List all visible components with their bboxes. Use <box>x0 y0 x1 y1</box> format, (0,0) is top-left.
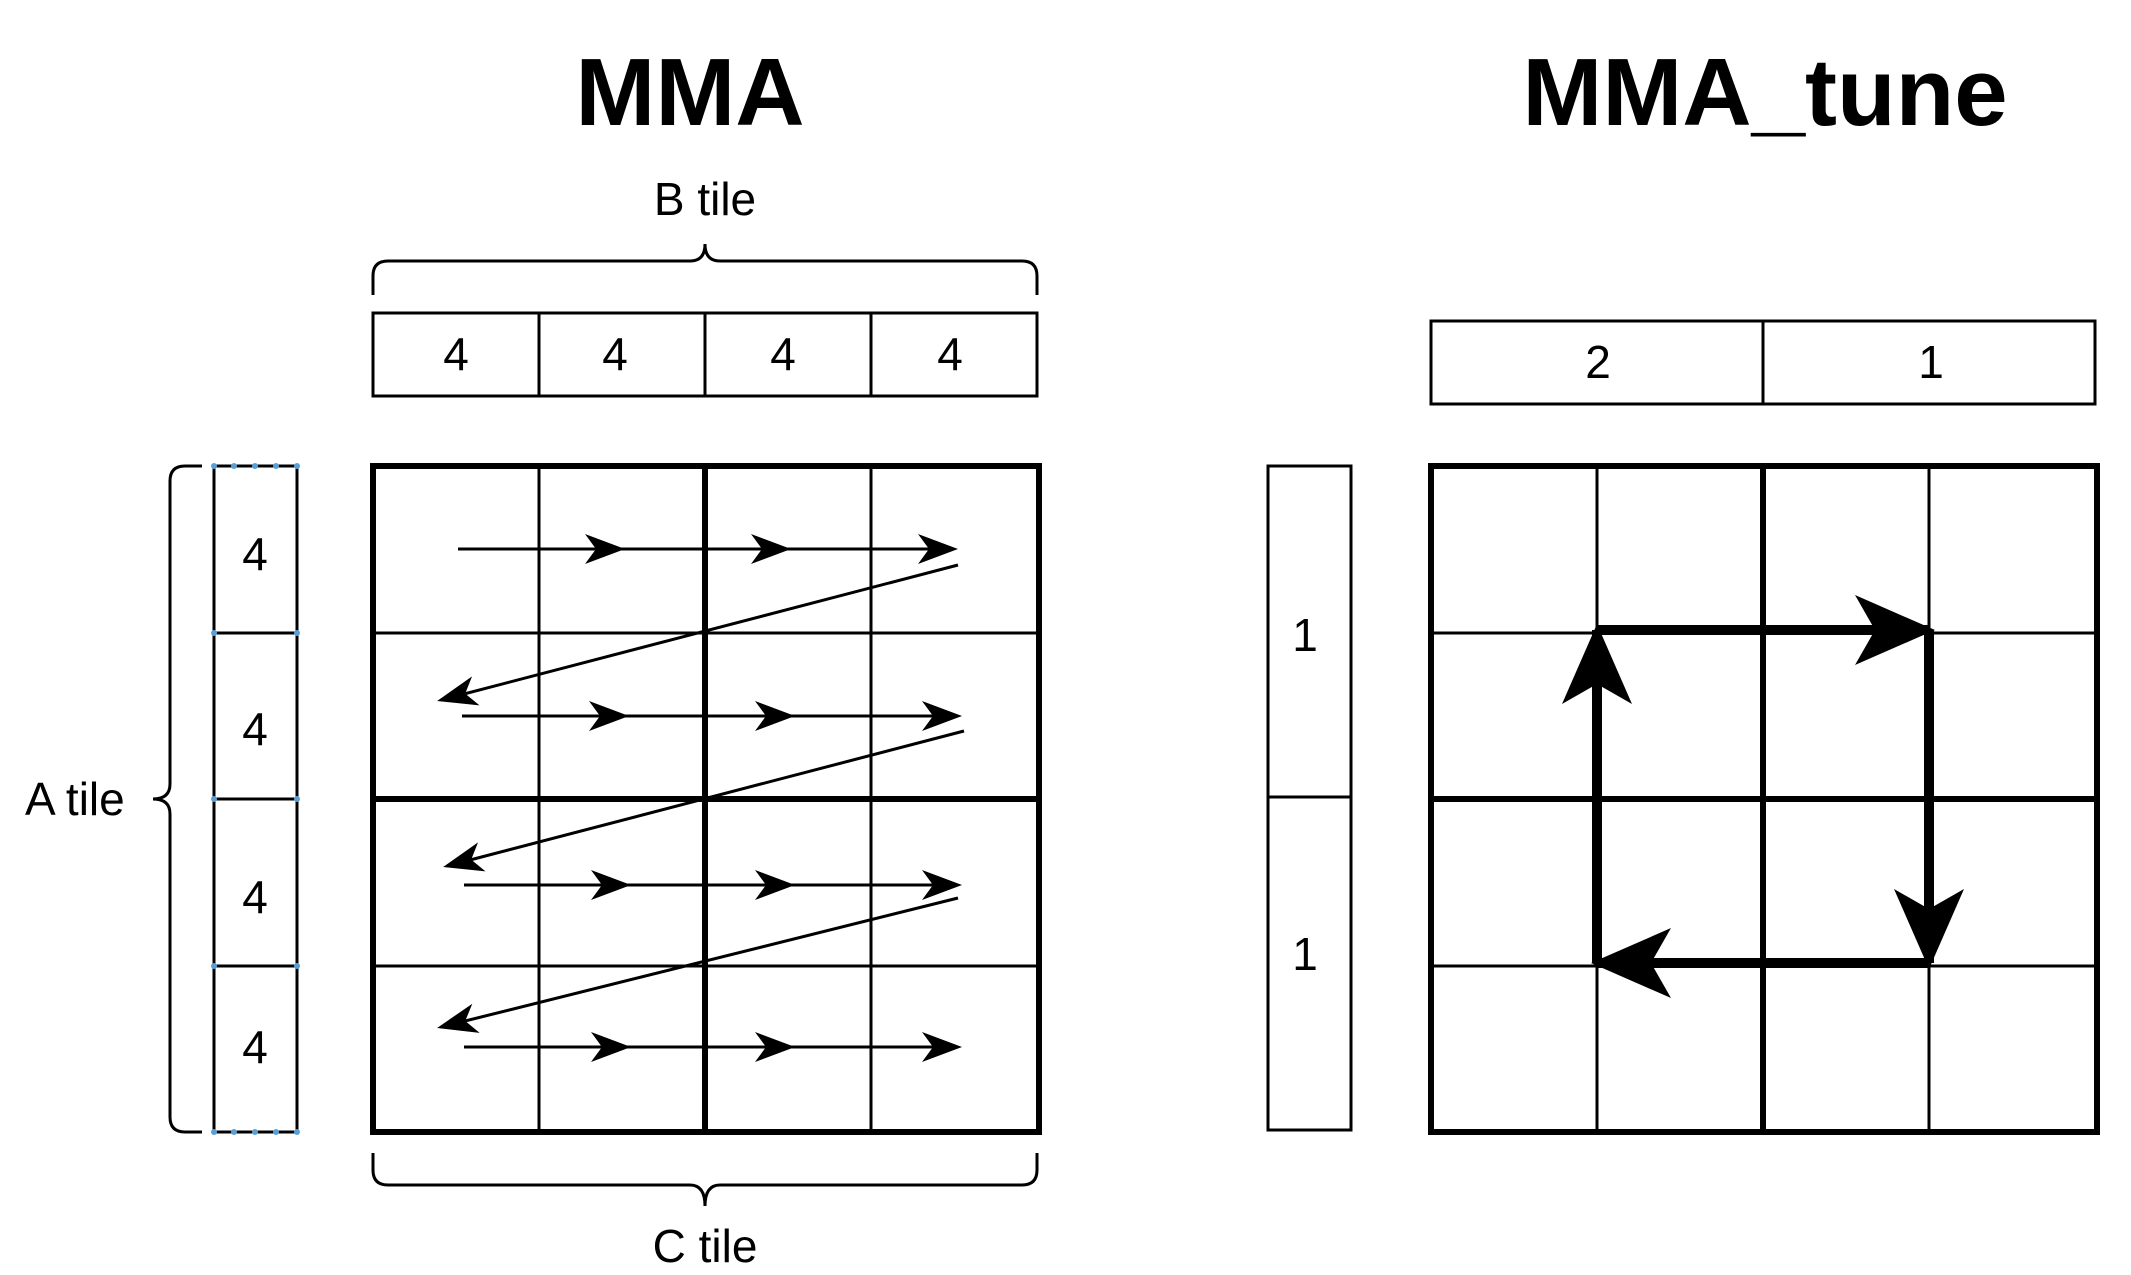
mma-title: MMA <box>575 39 804 146</box>
tune-b-tile-row <box>1429 319 2097 406</box>
b-tile-brace <box>371 243 1039 295</box>
mma-traversal-arrows <box>437 534 965 1062</box>
a-tile-cell: 4 <box>242 871 268 923</box>
mma-tune-title: MMA_tune <box>1522 39 2007 146</box>
tune-b-tile-cell: 2 <box>1585 336 1611 388</box>
b-tile-cell: 4 <box>770 328 796 380</box>
a-tile-label: A tile <box>25 773 125 825</box>
b-tile-label: B tile <box>654 173 756 225</box>
c-tile-label: C tile <box>653 1220 758 1272</box>
tune-c-tile-grid <box>1428 463 2100 1135</box>
tune-a-tile-cell: 1 <box>1292 928 1318 980</box>
a-tile-cell: 4 <box>242 703 268 755</box>
a-tile-guide-dots <box>211 463 300 1135</box>
a-tile-cell: 4 <box>242 1021 268 1073</box>
b-tile-row <box>371 311 1039 398</box>
flow-arrow <box>437 896 959 1033</box>
tune-a-tile-cell: 1 <box>1292 609 1318 661</box>
a-tile-cell: 4 <box>242 528 268 580</box>
b-tile-cell: 4 <box>443 328 469 380</box>
c-tile-brace <box>371 1153 1039 1207</box>
flow-arrow <box>437 563 959 706</box>
flow-arrow <box>443 729 965 872</box>
mma-tune-traversal-arrows <box>1562 595 1964 998</box>
b-tile-cell: 4 <box>937 328 963 380</box>
b-tile-cell: 4 <box>602 328 628 380</box>
tune-b-tile-cell: 1 <box>1918 336 1944 388</box>
tune-a-tile-column <box>1266 464 1353 1132</box>
a-tile-brace <box>152 464 202 1134</box>
